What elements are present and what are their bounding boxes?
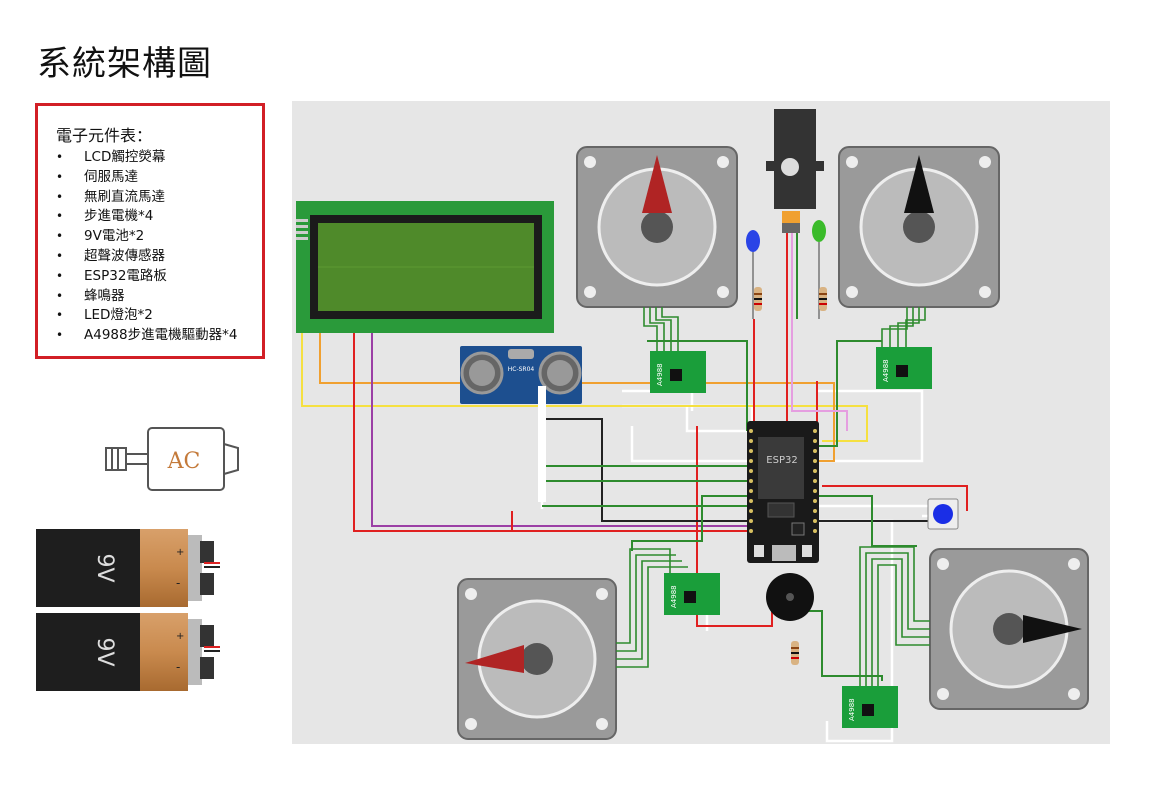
- svg-text:-: -: [176, 576, 180, 590]
- stepper-motor-top-left: [576, 146, 738, 308]
- blue-led: [746, 230, 760, 319]
- list-item: A4988步進電機驅動器*4: [56, 326, 252, 346]
- list-item: 無刷直流馬達: [56, 188, 252, 208]
- stepper-motor-bottom-right: [929, 548, 1089, 710]
- stepper-motor-bottom-left: [457, 578, 617, 740]
- battery-pack: + - 9V + - 9V: [36, 529, 220, 691]
- driver-top-right: A4988: [876, 347, 932, 389]
- push-button: [927, 498, 959, 530]
- svg-text:9V: 9V: [92, 637, 117, 666]
- driver-top-left: A4988: [650, 351, 706, 393]
- list-item: 蜂鳴器: [56, 287, 252, 307]
- driver-bottom-right: A4988: [842, 686, 898, 728]
- servo-motor: [766, 109, 824, 233]
- page-title: 系統架構圖: [37, 44, 212, 84]
- list-item: ESP32電路板: [56, 267, 252, 287]
- resistor-left: [754, 287, 762, 311]
- svg-text:A4988: A4988: [656, 363, 664, 386]
- circuit-diagram: HC-SR04: [292, 101, 1110, 744]
- ultrasonic-label: HC-SR04: [508, 366, 535, 373]
- svg-text:A4988: A4988: [670, 585, 678, 608]
- svg-text:9V: 9V: [92, 553, 117, 582]
- svg-text:-: -: [176, 660, 180, 674]
- lcd-display: [296, 201, 554, 333]
- component-list-panel: 電子元件表： LCD觸控熒幕 伺服馬達 無刷直流馬達 步進電機*4 9V電池*2…: [35, 103, 265, 359]
- component-list: LCD觸控熒幕 伺服馬達 無刷直流馬達 步進電機*4 9V電池*2 超聲波傳感器…: [56, 148, 252, 346]
- resistor-buzzer: [791, 641, 799, 665]
- battery-top: + - 9V: [36, 529, 220, 607]
- buzzer: [766, 573, 814, 621]
- svg-text:+: +: [176, 631, 184, 642]
- esp32-label: ESP32: [766, 455, 797, 466]
- list-item: LCD觸控熒幕: [56, 148, 252, 168]
- list-item: 超聲波傳感器: [56, 247, 252, 267]
- list-item: 9V電池*2: [56, 227, 252, 247]
- svg-text:A4988: A4988: [848, 698, 856, 721]
- esp32-board: ESP32: [747, 421, 819, 563]
- resistor-right: [819, 287, 827, 311]
- ac-motor-icon: AC: [105, 427, 239, 491]
- motor-leads: [616, 307, 930, 686]
- list-item: 步進電機*4: [56, 207, 252, 227]
- driver-bottom-left: A4988: [664, 573, 720, 615]
- ultrasonic-sensor: HC-SR04: [460, 346, 582, 502]
- list-item: 伺服馬達: [56, 168, 252, 188]
- battery-bottom: + - 9V: [36, 613, 220, 691]
- svg-text:A4988: A4988: [882, 359, 890, 382]
- component-list-heading: 電子元件表：: [56, 126, 153, 145]
- list-item: LED燈泡*2: [56, 306, 252, 326]
- ac-label: AC: [167, 449, 201, 474]
- svg-text:+: +: [176, 547, 184, 558]
- stepper-motor-top-right: [838, 146, 1000, 308]
